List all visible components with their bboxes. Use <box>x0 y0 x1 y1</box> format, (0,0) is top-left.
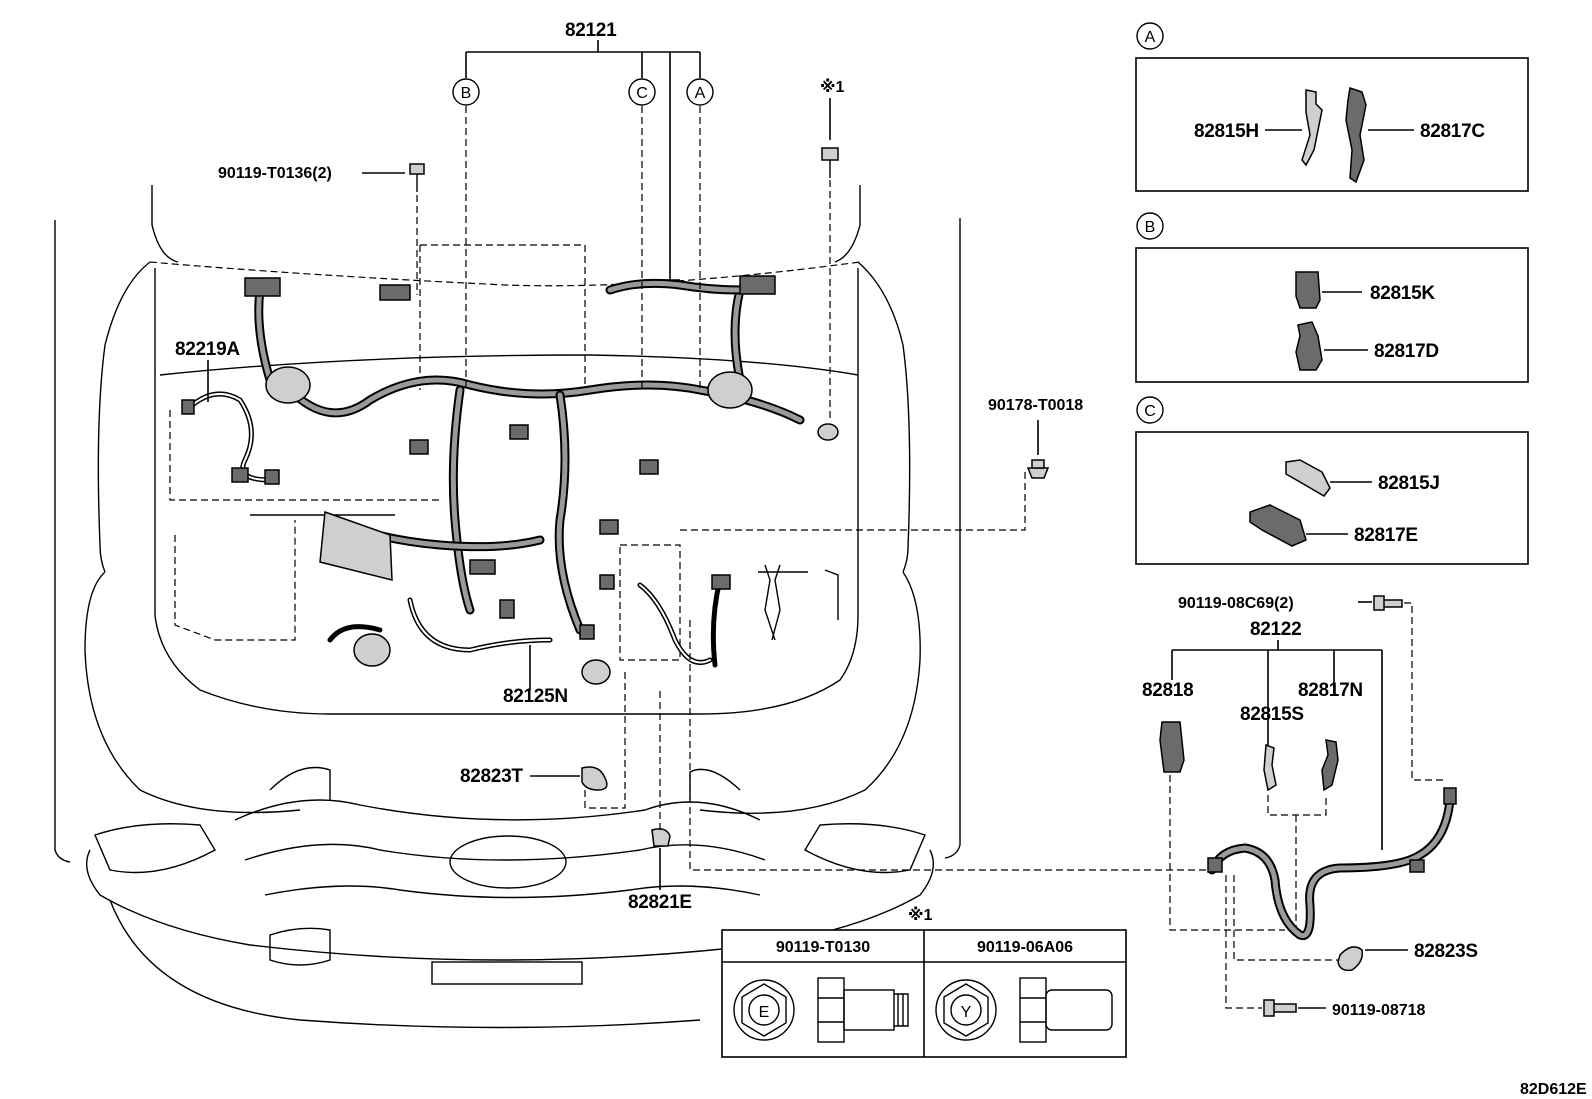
right-harness-assembly: 90119-08C69(2) 82122 82818 82817N 82815S… <box>1142 595 1478 1019</box>
part-82817D <box>1295 321 1323 371</box>
label-82219A: 82219A <box>175 339 240 360</box>
bolt-90119-T0136: 90119-T0136(2) <box>218 163 425 295</box>
label-90119-T0136: 90119-T0136(2) <box>218 165 332 182</box>
note-mark-top: ※1 <box>820 78 845 96</box>
part-82817N <box>1321 739 1339 792</box>
main-harness-callout: 82121 B C A <box>452 20 714 390</box>
sub-harness-82219A <box>181 391 280 485</box>
part-82815H <box>1301 89 1323 167</box>
bolt-table-col1-header: 90119-T0130 <box>776 939 870 956</box>
label-82821E: 82821E <box>628 892 692 913</box>
part-82815K <box>1295 271 1321 309</box>
label-82815J: 82815J <box>1378 473 1440 494</box>
bolt-mark-e: E <box>759 1004 770 1021</box>
callout-a: A <box>695 85 706 102</box>
bolt-mark-y: Y <box>961 1004 972 1021</box>
label-90119-08718: 90119-08718 <box>1332 1002 1426 1019</box>
detail-c-letter: C <box>1144 403 1156 420</box>
callout-b: B <box>461 85 472 102</box>
bolt-head-y <box>935 979 997 1041</box>
label-90178-T0018: 90178-T0018 <box>988 397 1083 414</box>
label-82815K: 82815K <box>1370 283 1435 304</box>
detail-a: A 82815H 82817C <box>1135 22 1529 192</box>
label-82817E: 82817E <box>1354 525 1418 546</box>
detail-b-circle <box>1136 212 1164 240</box>
clip-82821E: 82821E <box>628 690 692 913</box>
vehicle-outline <box>54 185 1026 1029</box>
label-90119-08C69: 90119-08C69(2) <box>1178 595 1294 612</box>
callout-c-circle <box>628 78 656 106</box>
detail-b: B 82815K 82817D <box>1135 212 1529 383</box>
detail-c-circle <box>1136 396 1164 424</box>
detail-a-circle <box>1136 22 1164 50</box>
label-82818: 82818 <box>1142 680 1193 701</box>
label-82817D: 82817D <box>1374 341 1439 362</box>
clamp-90178-T0018: 90178-T0018 <box>988 397 1083 479</box>
detail-b-letter: B <box>1145 219 1156 236</box>
detail-a-letter: A <box>1145 29 1156 46</box>
bolt-table-note: ※1 <box>908 906 933 924</box>
bolt-table-col2-header: 90119-06A06 <box>977 939 1073 956</box>
label-82823S: 82823S <box>1414 941 1478 962</box>
bolt-90119-08718 <box>1263 999 1297 1017</box>
detail-a-box <box>1135 57 1529 192</box>
detail-b-box <box>1135 247 1529 383</box>
label-82815S: 82815S <box>1240 704 1304 725</box>
part-82818 <box>1159 721 1185 773</box>
label-82817C: 82817C <box>1420 121 1485 142</box>
label-82817N: 82817N <box>1298 680 1363 701</box>
label-82823T: 82823T <box>460 766 523 787</box>
callout-b-circle <box>452 78 480 106</box>
detail-c: C 82815J 82817E <box>1135 396 1529 565</box>
dashed-link-right <box>689 620 1210 871</box>
protector-82823T: 82823T <box>460 670 626 809</box>
label-82125N: 82125N <box>503 686 568 707</box>
label-82122: 82122 <box>1250 619 1301 640</box>
protector-82823S <box>1337 946 1364 972</box>
part-82815S <box>1263 743 1277 792</box>
engine-harness-82121 <box>244 275 839 685</box>
bolt-head-e <box>733 979 795 1041</box>
diagram-ref-code: 82D612E <box>1520 1081 1587 1098</box>
detail-c-box <box>1135 431 1529 565</box>
callout-c: C <box>636 85 648 102</box>
label-82815H: 82815H <box>1194 121 1259 142</box>
label-82121: 82121 <box>565 20 617 41</box>
bolt-note-1-top: ※1 <box>817 78 845 441</box>
bolt-table: ※1 90119-T0130 90119-06A06 E Y <box>721 906 1127 1058</box>
callout-a-circle <box>686 78 714 106</box>
part-82817E <box>1249 504 1307 547</box>
part-82815J <box>1285 459 1331 497</box>
bolt-90119-08C69 <box>1373 595 1403 611</box>
part-82817C <box>1345 87 1367 184</box>
